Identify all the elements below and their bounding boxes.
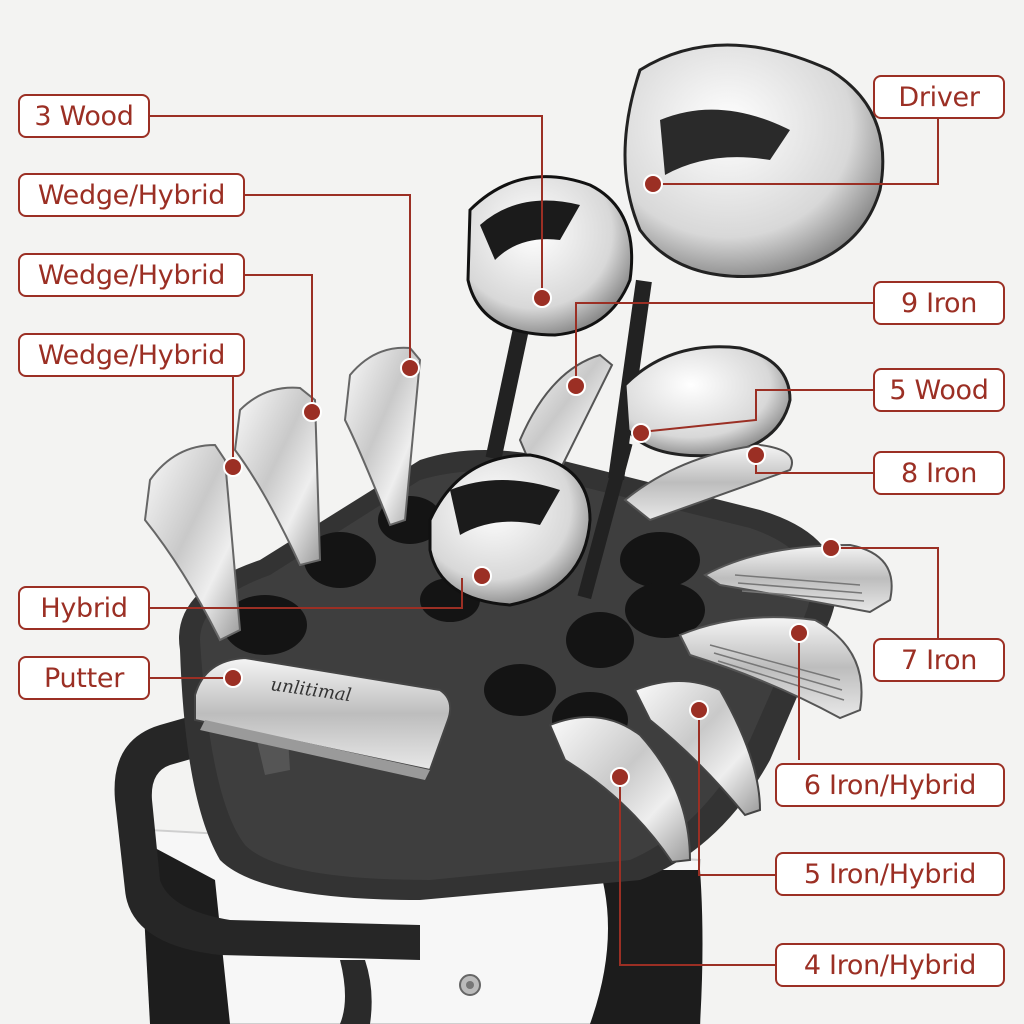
dot-5-wood — [631, 423, 651, 443]
club-9-iron — [518, 353, 614, 477]
label-wedge-hybrid-2: Wedge/Hybrid — [18, 253, 245, 297]
label-5-wood: 5 Wood — [873, 368, 1005, 412]
club-hybrid — [428, 453, 592, 607]
club-5-iron-hybrid — [633, 680, 762, 817]
dot-5-iron-hybrid — [689, 700, 709, 720]
dot-8-iron — [746, 445, 766, 465]
club-putter: unlitimal — [194, 656, 452, 780]
label-7-iron: 7 Iron — [873, 638, 1005, 682]
label-wedge-hybrid-3: Wedge/Hybrid — [18, 333, 245, 377]
dot-3-wood — [532, 288, 552, 308]
label-putter: Putter — [18, 656, 150, 700]
dot-wedge-hybrid-1 — [400, 358, 420, 378]
label-5-iron-hybrid: 5 Iron/Hybrid — [775, 852, 1005, 896]
dot-wedge-hybrid-2 — [302, 402, 322, 422]
label-3-wood: 3 Wood — [18, 94, 150, 138]
dot-7-iron — [821, 538, 841, 558]
label-4-iron-hybrid: 4 Iron/Hybrid — [775, 943, 1005, 987]
label-driver: Driver — [873, 75, 1005, 119]
dot-6-iron-hybrid — [789, 623, 809, 643]
label-8-iron: 8 Iron — [873, 451, 1005, 495]
dot-9-iron — [566, 376, 586, 396]
dot-hybrid — [472, 566, 492, 586]
label-6-iron-hybrid: 6 Iron/Hybrid — [775, 763, 1005, 807]
label-wedge-hybrid-1: Wedge/Hybrid — [18, 173, 245, 217]
dot-wedge-hybrid-3 — [223, 457, 243, 477]
dot-4-iron-hybrid — [610, 767, 630, 787]
label-9-iron: 9 Iron — [873, 281, 1005, 325]
wedge-hybrid-heads — [143, 346, 422, 642]
club-6-iron — [678, 616, 863, 720]
dot-putter — [223, 668, 243, 688]
club-3-wood — [466, 175, 634, 461]
label-hybrid: Hybrid — [18, 586, 150, 630]
club-7-iron — [703, 543, 893, 614]
dot-driver — [643, 174, 663, 194]
